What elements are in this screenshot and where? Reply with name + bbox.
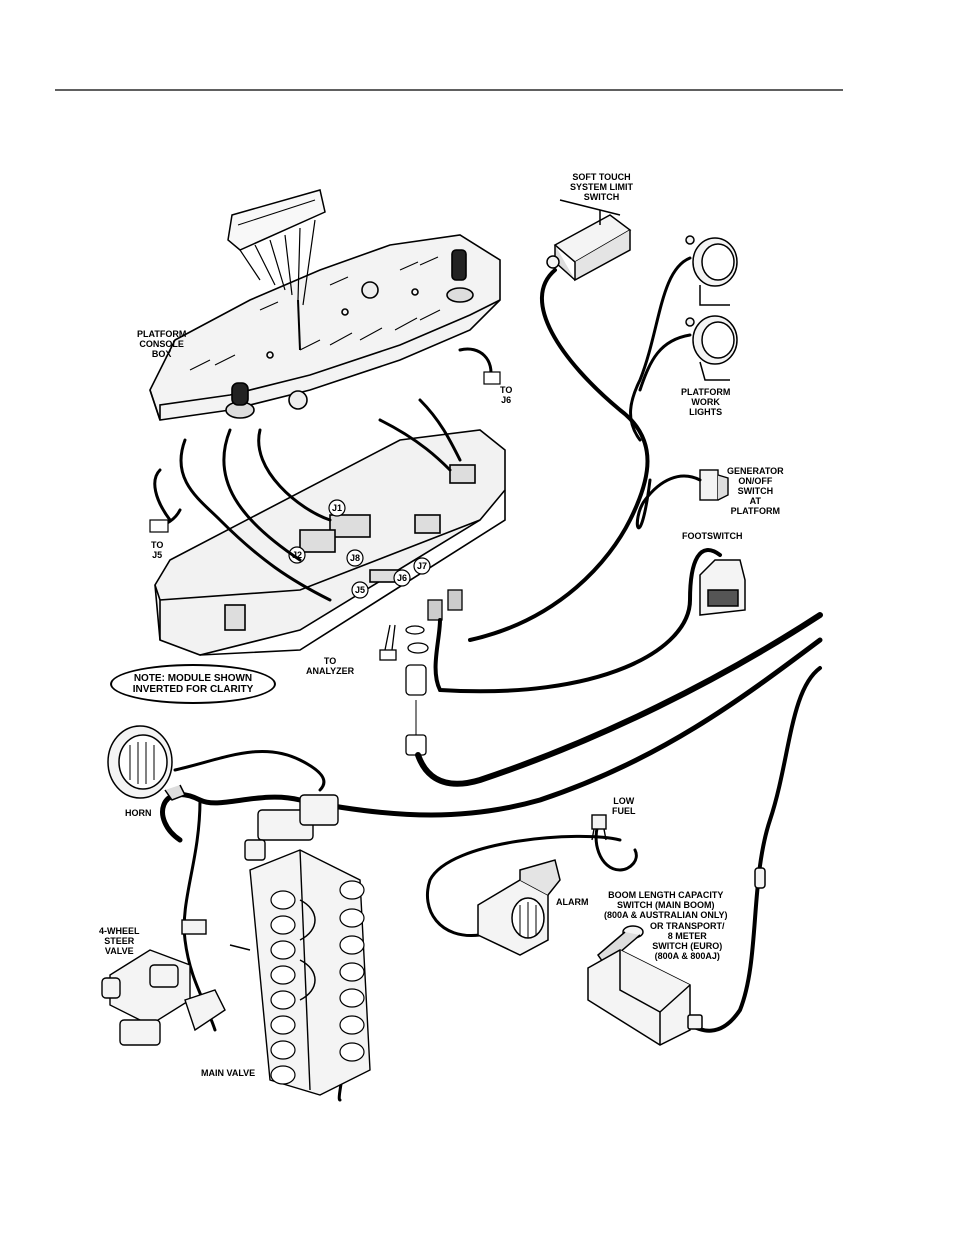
boom-length-label: BOOM LENGTH CAPACITY SWITCH (MAIN BOOM) … xyxy=(604,890,728,920)
j6-label: J6 xyxy=(397,573,407,583)
transport-line-3: SWITCH (EURO) xyxy=(652,941,723,951)
platform-console-line-2: CONSOLE xyxy=(139,339,184,349)
note-line-2: INVERTED FOR CLARITY xyxy=(132,684,254,695)
to-j6-plug xyxy=(483,371,501,385)
note-line-1: NOTE: MODULE SHOWN xyxy=(133,673,253,684)
soft-touch-line-3: SWITCH xyxy=(583,192,620,202)
main-valve-text: MAIN VALVE xyxy=(201,1068,256,1078)
low-fuel-label: LOW FUEL xyxy=(612,796,636,816)
transport-line-2: 8 METER xyxy=(667,931,707,941)
boom-length-line-2: SWITCH (MAIN BOOM) xyxy=(617,900,715,910)
control-module xyxy=(154,429,506,656)
four-wheel-steer-line-3: VALVE xyxy=(104,946,134,956)
transport-label: OR TRANSPORT/ 8 METER SWITCH (EURO) (800… xyxy=(650,921,725,961)
j7-label: J7 xyxy=(417,561,427,571)
to-analyzer-line-2: ANALYZER xyxy=(306,666,355,676)
to-analyzer-line-1: TO xyxy=(323,656,337,666)
four-wheel-steer-valve xyxy=(101,919,226,1046)
bulkhead-fittings xyxy=(405,589,463,756)
soft-touch-line-2: SYSTEM LIMIT xyxy=(570,182,633,192)
to-j6-line-1: TO xyxy=(500,385,513,395)
to-analyzer-label: TO ANALYZER xyxy=(306,656,354,676)
low-fuel-sender xyxy=(591,814,607,841)
low-fuel-line-2: FUEL xyxy=(612,806,636,816)
work-lights-line-2: WORK xyxy=(691,397,720,407)
generator-label: GENERATOR ON/OFF SWITCH AT PLATFORM xyxy=(727,466,784,516)
to-j6-label: TO J6 xyxy=(500,385,512,405)
horn-text: HORN xyxy=(125,808,152,818)
console-wires xyxy=(153,347,493,602)
boom-length-switch xyxy=(587,867,766,1046)
footswitch-text: FOOTSWITCH xyxy=(682,531,743,541)
work-lights-line-1: PLATFORM xyxy=(681,387,731,397)
boom-length-line-1: BOOM LENGTH CAPACITY xyxy=(608,890,724,900)
transport-line-1: OR TRANSPORT/ xyxy=(650,921,725,931)
j2-label: J2 xyxy=(292,550,302,560)
platform-console-label: PLATFORM CONSOLE BOX xyxy=(137,329,186,359)
display-module xyxy=(227,189,326,351)
horn-label: HORN xyxy=(125,808,152,818)
alarm xyxy=(477,859,561,956)
to-j5-line-1: TO xyxy=(151,540,164,550)
generator-switch xyxy=(699,469,729,501)
four-wheel-steer-label: 4-WHEEL STEER VALVE xyxy=(99,926,140,956)
main-valve-label: MAIN VALVE xyxy=(201,1068,255,1078)
generator-line-2: ON/OFF xyxy=(738,476,773,486)
platform-console-box xyxy=(149,234,501,421)
to-j5-plug xyxy=(149,519,169,533)
soft-touch-label: SOFT TOUCH SYSTEM LIMIT SWITCH xyxy=(570,172,633,202)
horn xyxy=(107,725,187,801)
generator-line-3: SWITCH xyxy=(737,486,774,496)
note-callout: NOTE: MODULE SHOWN INVERTED FOR CLARITY xyxy=(110,664,276,704)
generator-line-4: AT xyxy=(749,496,761,506)
work-lights-line-3: LIGHTS xyxy=(689,407,723,417)
alarm-label: ALARM xyxy=(556,897,589,907)
j5-label: J5 xyxy=(355,585,365,595)
j1-label: J1 xyxy=(332,503,342,513)
alarm-text: ALARM xyxy=(556,897,589,907)
work-lights xyxy=(685,235,738,381)
work-lights-label: PLATFORM WORK LIGHTS xyxy=(681,387,730,417)
boom-length-line-3: (800A & AUSTRALIAN ONLY) xyxy=(604,910,728,920)
platform-console-line-1: PLATFORM xyxy=(137,329,187,339)
analyzer-plug xyxy=(379,624,397,661)
connector-labels xyxy=(288,499,431,599)
generator-line-1: GENERATOR xyxy=(727,466,784,476)
main-valve-small-wires xyxy=(229,899,316,1001)
footswitch xyxy=(699,559,746,616)
j8-label: J8 xyxy=(350,553,360,563)
four-wheel-steer-line-2: STEER xyxy=(104,936,135,946)
transport-line-4: (800A & 800AJ) xyxy=(654,951,720,961)
platform-console-line-3: BOX xyxy=(151,349,172,359)
soft-touch-line-1: SOFT TOUCH xyxy=(572,172,631,182)
main-valve-coils xyxy=(270,880,365,1085)
four-wheel-steer-line-1: 4-WHEEL xyxy=(99,926,140,936)
to-j5-label: TO J5 xyxy=(151,540,163,560)
generator-line-5: PLATFORM xyxy=(730,506,780,516)
to-j5-line-2: J5 xyxy=(152,550,163,560)
soft-touch-switch xyxy=(546,199,632,282)
to-j6-line-2: J6 xyxy=(501,395,512,405)
low-fuel-line-1: LOW xyxy=(613,796,635,806)
footswitch-label: FOOTSWITCH xyxy=(682,531,743,541)
